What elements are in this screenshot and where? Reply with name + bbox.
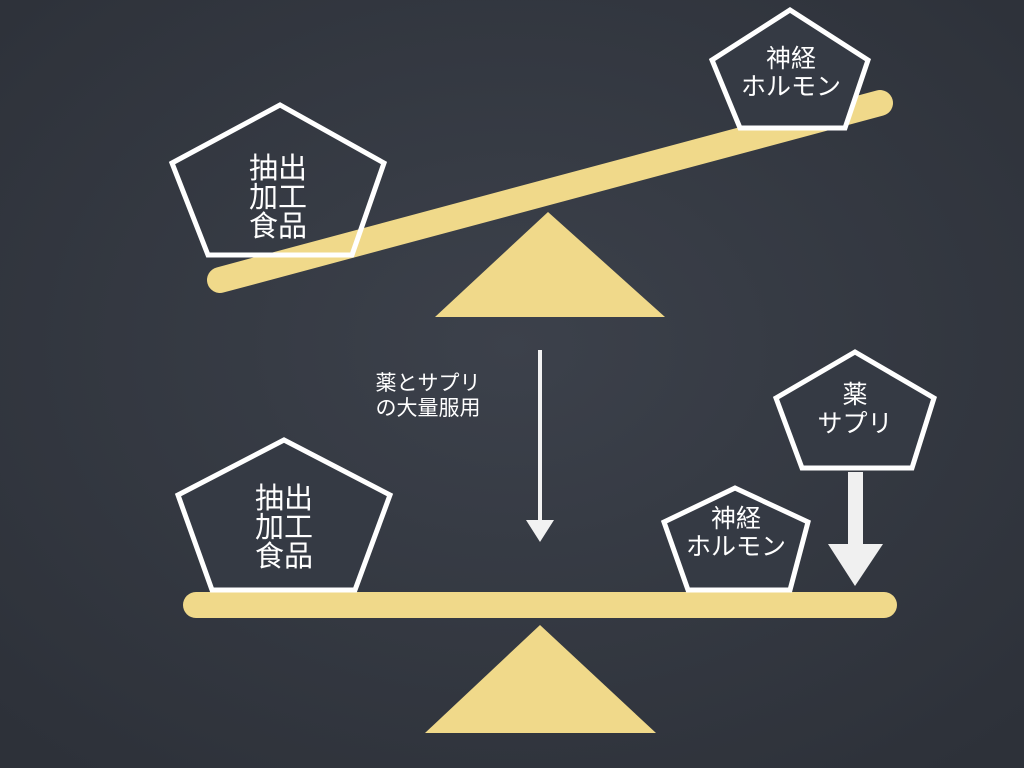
bottom-right-pentagon: 神経 ホルモン — [660, 485, 811, 593]
bottom-right-line-1: 神経 — [711, 504, 761, 533]
transition-label-line-2: の大量服用 — [376, 396, 481, 420]
bottom-left-line-2: 加工 — [255, 510, 313, 544]
bottom-right-line-2: ホルモン — [686, 532, 786, 561]
transition-label-line-1: 薬とサプリ — [376, 371, 481, 395]
bottom-left-line-1: 抽出 — [255, 481, 313, 515]
weight-line-2: サプリ — [817, 409, 892, 438]
bottom-left-line-3: 食品 — [255, 539, 313, 573]
top-right-line-2: ホルモン — [741, 72, 841, 101]
top-right-pentagon: 神経 ホルモン — [708, 7, 871, 131]
bottom-left-pentagon: 抽出 加工 食品 — [174, 437, 394, 593]
weight-pentagon: 薬 サプリ — [772, 349, 937, 471]
top-fulcrum — [435, 212, 665, 317]
top-right-line-1: 神経 — [766, 44, 816, 73]
down-arrow-icon — [526, 350, 554, 542]
weight-line-1: 薬 — [842, 380, 867, 409]
top-left-line-1: 抽出 — [249, 151, 307, 185]
heavy-down-arrow-icon — [828, 472, 883, 586]
top-left-line-3: 食品 — [249, 209, 307, 243]
top-beam — [207, 90, 893, 293]
top-left-pentagon: 抽出 加工 食品 — [168, 102, 388, 258]
bottom-fulcrum — [425, 625, 656, 733]
top-left-line-2: 加工 — [249, 180, 307, 214]
